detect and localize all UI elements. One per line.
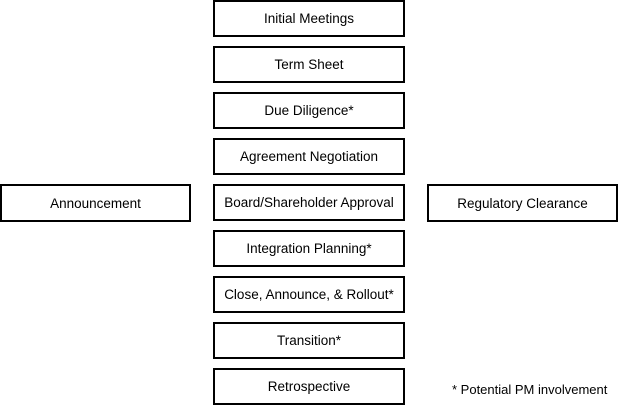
step-board-shareholder-approval: Board/Shareholder Approval: [213, 184, 405, 221]
side-label: Announcement: [50, 195, 141, 211]
step-close-announce-rollout: Close, Announce, & Rollout*: [213, 276, 405, 313]
step-label: Term Sheet: [274, 57, 344, 72]
step-label: Agreement Negotiation: [239, 149, 379, 164]
step-label: Initial Meetings: [263, 11, 355, 26]
step-integration-planning: Integration Planning*: [213, 230, 405, 267]
step-initial-meetings: Initial Meetings: [213, 0, 405, 37]
side-box-announcement: Announcement: [0, 184, 191, 222]
step-label: Retrospective: [267, 379, 351, 394]
step-label: Close, Announce, & Rollout*: [224, 287, 394, 302]
side-box-regulatory-clearance: Regulatory Clearance: [427, 184, 618, 222]
step-term-sheet: Term Sheet: [213, 46, 405, 83]
step-transition: Transition*: [213, 322, 405, 359]
step-due-diligence: Due Diligence*: [213, 92, 405, 129]
step-label: Integration Planning*: [246, 241, 372, 256]
step-label: Transition*: [276, 333, 342, 348]
step-agreement-negotiation: Agreement Negotiation: [213, 138, 405, 175]
step-label: Due Diligence*: [264, 103, 354, 118]
step-retrospective: Retrospective: [213, 368, 405, 405]
footnote: * Potential PM involvement: [452, 382, 608, 397]
step-label: Board/Shareholder Approval: [224, 195, 394, 210]
side-label: Regulatory Clearance: [457, 195, 588, 211]
